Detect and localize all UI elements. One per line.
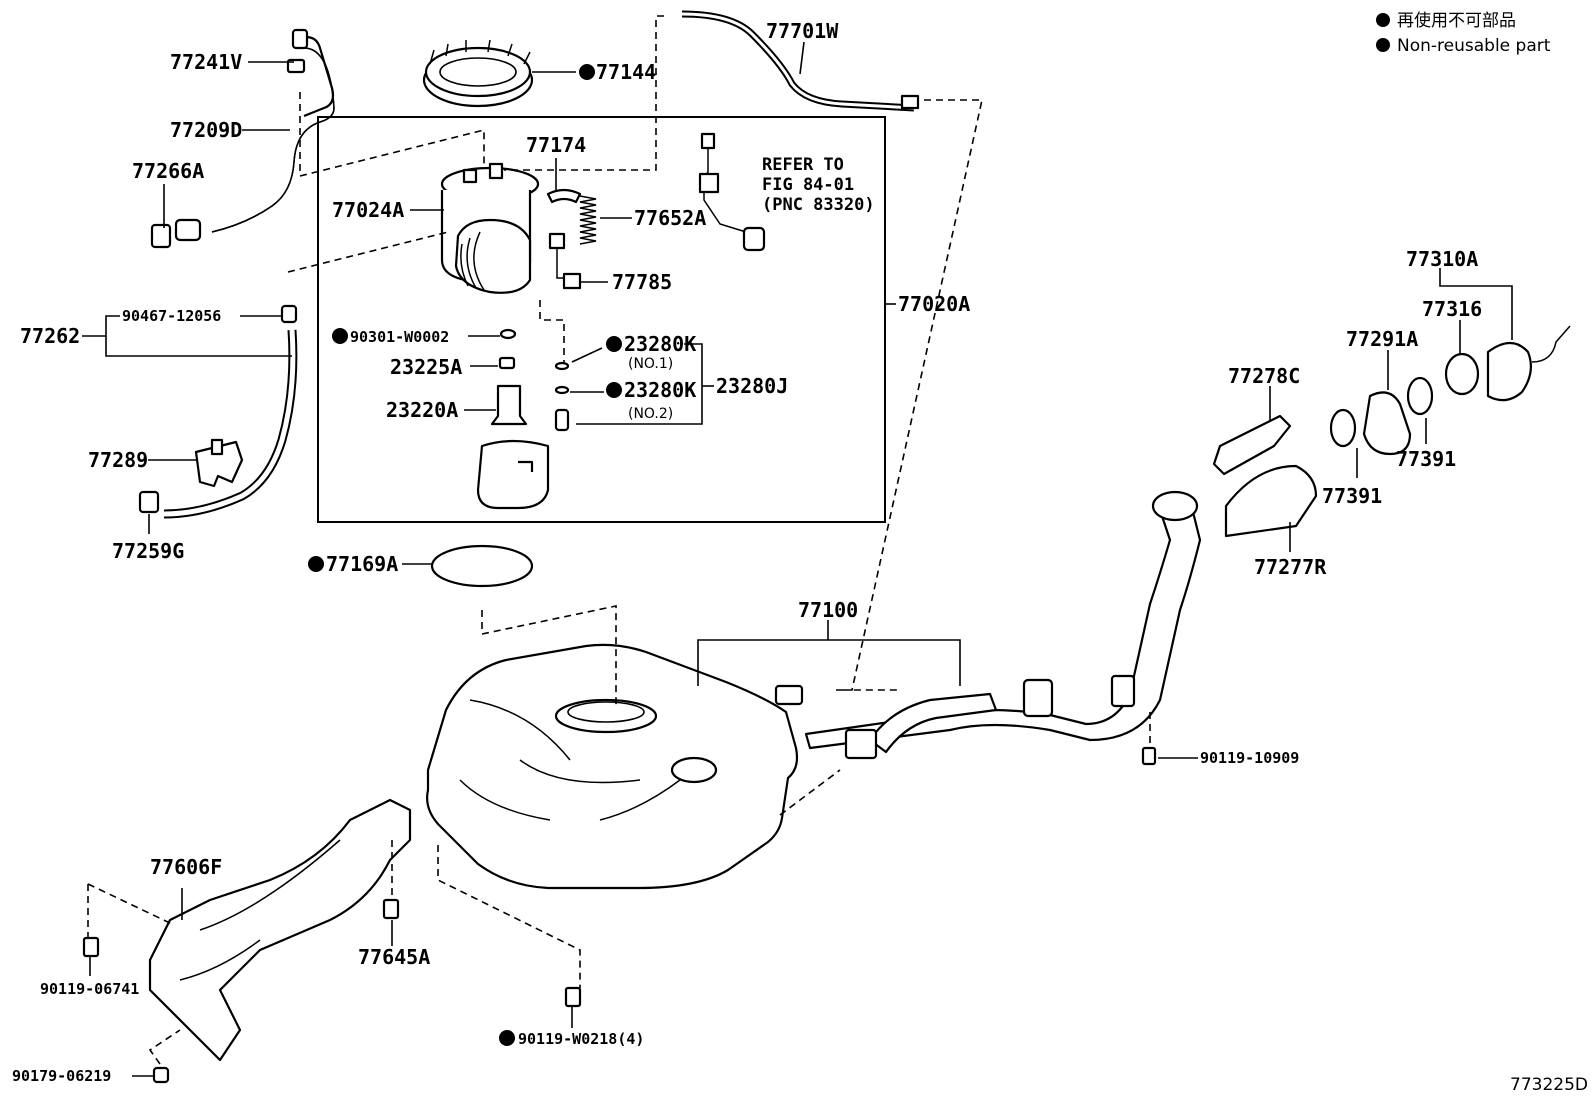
label-77100: 77100 bbox=[798, 598, 858, 622]
o-ring-77391a-drawing bbox=[1329, 408, 1357, 448]
figure-code: 773225D bbox=[1510, 1075, 1588, 1095]
tube-77701w-drawing bbox=[681, 10, 920, 112]
vent-hose-77209d-drawing bbox=[150, 28, 335, 249]
leader-lines bbox=[82, 41, 1513, 1077]
label-90119-06741: 90119-06741 bbox=[40, 980, 139, 998]
o-ring-77391b-drawing bbox=[1406, 376, 1434, 416]
hose-77262-drawing bbox=[138, 304, 298, 519]
label-77266a: 77266A bbox=[132, 159, 204, 183]
label-77174: 77174 bbox=[526, 133, 586, 157]
o-ring-90301-drawing bbox=[499, 328, 517, 340]
label-90119-w0218: 90119-W0218(4) bbox=[518, 1030, 644, 1048]
label-90179-06219: 90179-06219 bbox=[12, 1067, 111, 1085]
gasket-77169a-drawing bbox=[430, 544, 534, 588]
label-77209d: 77209D bbox=[170, 118, 242, 142]
label-23280k-no1-sub: (NO.1) bbox=[628, 356, 673, 372]
label-23280k-no2-sub: (NO.2) bbox=[628, 406, 673, 422]
filler-neck-77291a-drawing bbox=[1362, 391, 1412, 456]
label-77289: 77289 bbox=[88, 448, 148, 472]
label-77241v: 77241V bbox=[170, 50, 242, 74]
fuel-cap-77310a-drawing bbox=[1486, 325, 1571, 402]
label-77020a: 77020A bbox=[898, 292, 970, 316]
part-labels: 77241V 77209D 77266A 77262 90467-12056 7… bbox=[12, 19, 1588, 1095]
legend-line-1: 再使用不可部品 bbox=[1397, 10, 1516, 31]
o-ring-23280k-1-drawing bbox=[554, 361, 570, 371]
label-23280j: 23280J bbox=[716, 374, 788, 398]
label-77652a: 77652A bbox=[634, 206, 706, 230]
label-77316: 77316 bbox=[1422, 297, 1482, 321]
label-23280k-no1: 23280K bbox=[624, 332, 696, 356]
fuel-tank-drawing bbox=[426, 643, 799, 890]
bracket-77278c-drawing bbox=[1212, 414, 1292, 476]
label-23220a: 23220A bbox=[386, 398, 458, 422]
pump-module-77024a-drawing bbox=[440, 162, 540, 294]
clip-77174-drawing bbox=[546, 188, 582, 204]
label-77262: 77262 bbox=[20, 324, 80, 348]
pump-cup-drawing bbox=[476, 439, 550, 510]
label-77259g: 77259G bbox=[112, 539, 184, 563]
label-77278c: 77278C bbox=[1228, 364, 1300, 388]
bolt-77645a-drawing bbox=[382, 898, 400, 920]
label-77645a: 77645A bbox=[358, 945, 430, 969]
legend: 再使用不可部品 Non-reusable part bbox=[1376, 10, 1551, 56]
label-23225a: 23225A bbox=[390, 355, 462, 379]
note-line-3: (PNC 83320) bbox=[762, 195, 875, 215]
label-77606f: 77606F bbox=[150, 855, 222, 879]
legend-line-2: Non-reusable part bbox=[1397, 36, 1551, 56]
label-23280k-no2: 23280K bbox=[624, 378, 696, 402]
bolt-90119-10909-drawing bbox=[1141, 746, 1157, 766]
insulator-77606f-drawing bbox=[148, 798, 412, 1062]
clamp-77259g-drawing bbox=[138, 490, 160, 514]
non-reusable-markers bbox=[308, 64, 622, 1046]
label-90301-w0002: 90301-W0002 bbox=[350, 328, 449, 346]
label-77144: 77144 bbox=[596, 60, 656, 84]
regulator-23280j-drawing bbox=[554, 408, 570, 432]
label-90119-10909: 90119-10909 bbox=[1200, 749, 1299, 767]
nut-90179-06219-drawing bbox=[152, 1066, 170, 1084]
note-line-2: FIG 84-01 bbox=[762, 175, 854, 195]
bolt-90119-w0218-drawing bbox=[564, 986, 582, 1008]
note-line-1: REFER TO bbox=[762, 155, 844, 175]
pump-assembly-frame bbox=[317, 116, 886, 523]
lock-ring-77144-drawing bbox=[422, 39, 534, 108]
label-77391-a: 77391 bbox=[1322, 484, 1382, 508]
filter-23220a-drawing bbox=[490, 384, 528, 426]
harness-drawing bbox=[698, 132, 766, 252]
label-77701w: 77701W bbox=[766, 19, 839, 43]
label-77277r: 77277R bbox=[1254, 555, 1327, 579]
clamp-77266a-drawing bbox=[150, 223, 172, 249]
bracket-77289-drawing bbox=[194, 438, 244, 488]
label-77024a: 77024A bbox=[332, 198, 404, 222]
dashed-reference-lines bbox=[87, 15, 1151, 1065]
label-77310a: 77310A bbox=[1406, 247, 1478, 271]
filler-pipe-drawing bbox=[774, 490, 1202, 760]
label-77169a: 77169A bbox=[326, 552, 398, 576]
bolt-90119-06741-drawing bbox=[82, 936, 100, 958]
ring-23225a-drawing bbox=[498, 356, 516, 370]
protector-77277r-drawing bbox=[1224, 464, 1318, 538]
ring-77316-drawing bbox=[1444, 352, 1480, 396]
connector-77785-drawing bbox=[548, 232, 582, 290]
o-ring-23280k-2-drawing bbox=[554, 385, 570, 395]
spring-77652a-drawing bbox=[579, 195, 597, 245]
label-77391-b: 77391 bbox=[1396, 447, 1456, 471]
label-90467-12056: 90467-12056 bbox=[122, 307, 221, 325]
label-77785: 77785 bbox=[612, 270, 672, 294]
label-77291a: 77291A bbox=[1346, 327, 1418, 351]
